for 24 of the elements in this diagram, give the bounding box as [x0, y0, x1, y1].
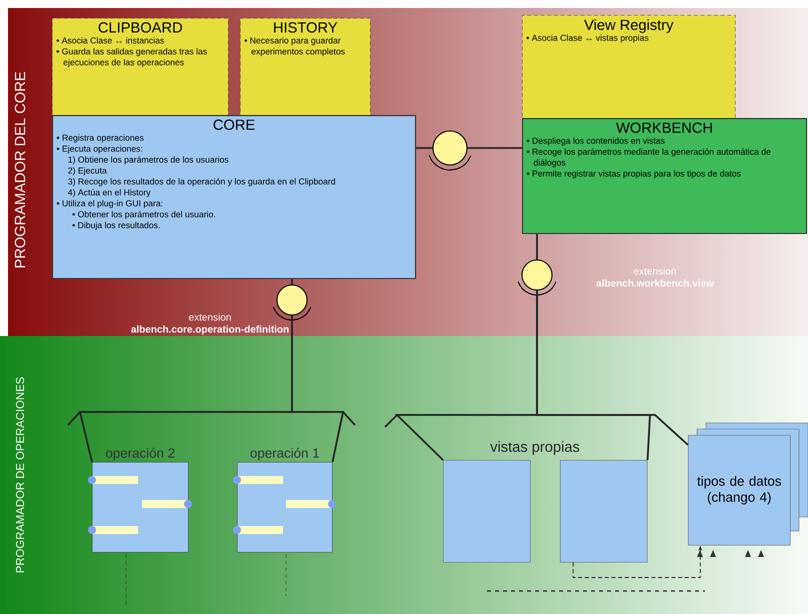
band-label: PROGRAMADOR DE OPERACIONES — [16, 377, 24, 572]
node-label: operación 2 — [106, 448, 174, 460]
connector — [291, 279, 293, 284]
interface-socket — [428, 130, 472, 170]
view-box — [443, 460, 531, 563]
extension-label: extension albench.core.operation-definition — [131, 313, 289, 335]
connector — [416, 147, 432, 149]
component-box: View Registry • Asocia Clase ↔ vistas propias — [522, 15, 736, 119]
view-box — [560, 460, 648, 563]
component-box: WORKBENCH • Despliega los contenidos en vistas • Recoge los parámetros mediante la generación automática de diálogos • Permite registrar vistas propias para los tipos de datos — [522, 118, 808, 234]
connector — [536, 234, 538, 260]
component-box: HISTORY • Necesario para guardar experimentos completos — [240, 18, 371, 116]
interface-socket — [518, 259, 556, 296]
group-label: vistas propias — [490, 441, 580, 455]
connector — [536, 290, 689, 446]
document-stack: tipos de datos (chango 4) — [688, 422, 808, 557]
component-box: CORE • Registra operaciones • Ejecuta operaciones: 1) Obtiene los parámetros de los usuarios 2) Ejecuta 3) Recoge los resultados de la operación y los guarda en el Clipboard 4) Actúa en el History • Utiliza el plug-in GUI para: • Obtener los parámetros del usuario. • Dibuja los resultados. — [52, 115, 416, 280]
band-label: PROGRAMADOR DEL CORE — [14, 72, 26, 268]
connector — [291, 316, 344, 462]
connector — [468, 147, 522, 149]
node-label: operación 1 — [250, 448, 319, 460]
interface-socket — [272, 284, 312, 320]
component-box: CLIPBOARD • Asocia Clase ↔ instancias • Guarda las salidas generadas tras las ejecuciones de las operaciones — [52, 18, 229, 116]
extension-label: extension albench.workbench.view — [596, 267, 714, 287]
